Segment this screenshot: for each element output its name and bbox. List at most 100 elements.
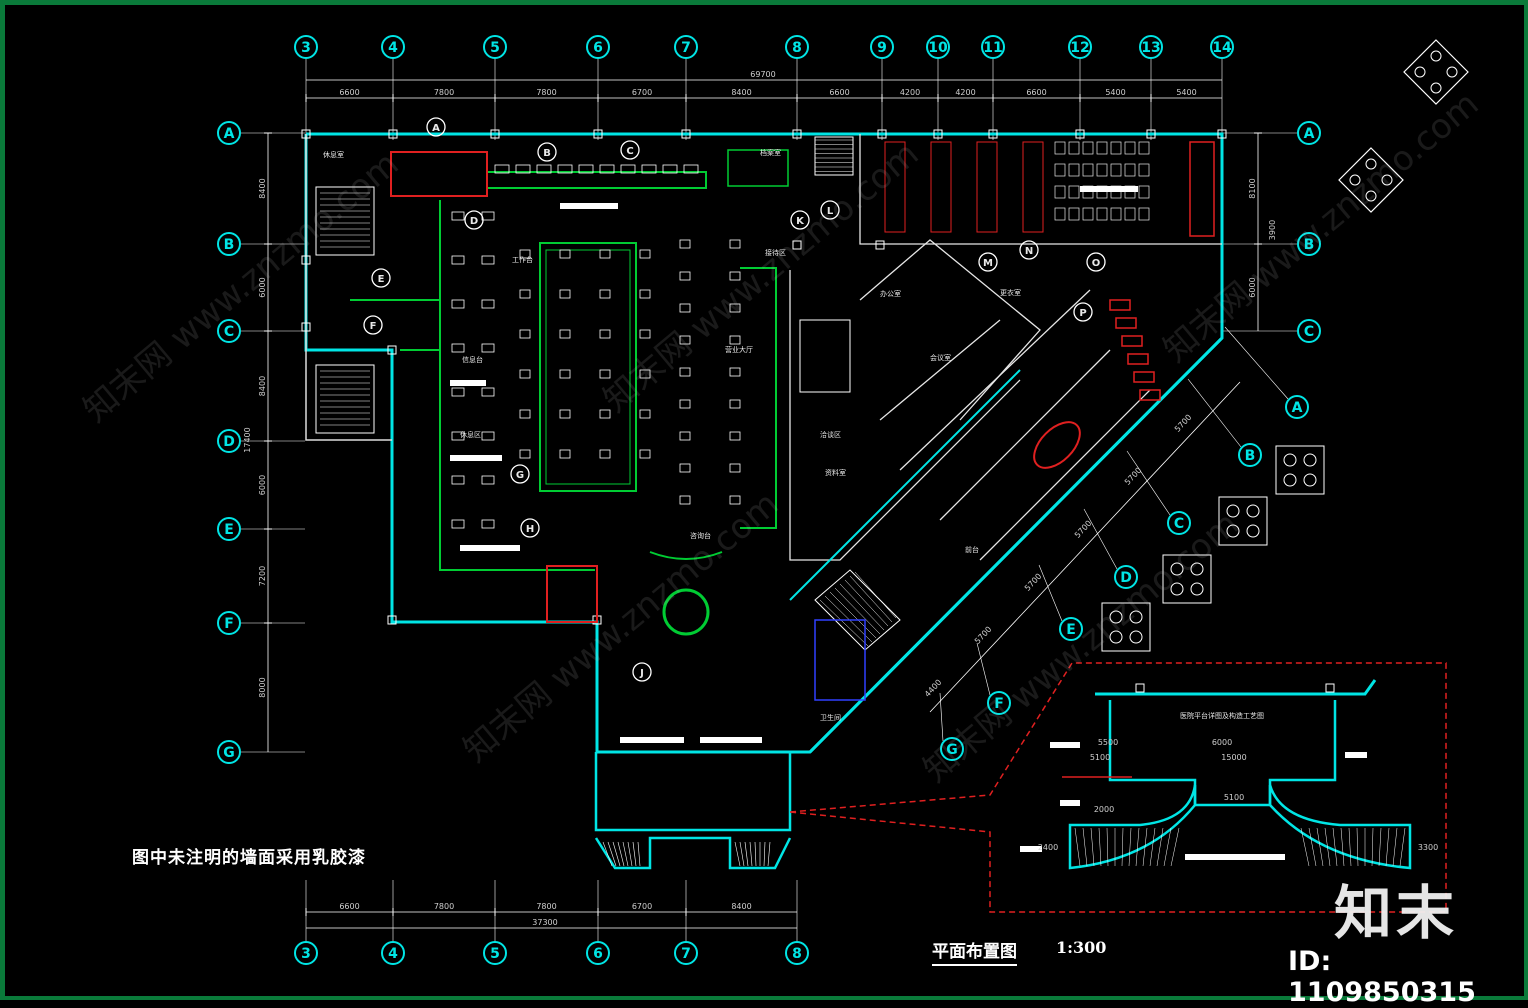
dim-diag-value: 5700 bbox=[1023, 572, 1043, 593]
key-plan-diag-box bbox=[1162, 554, 1212, 604]
key-plan-diag-node bbox=[1190, 582, 1204, 596]
key-plan-diag-node bbox=[1226, 504, 1240, 518]
dim-right-value: 6000 bbox=[1248, 277, 1257, 297]
stair-tread bbox=[844, 579, 889, 627]
axis-bubble-left-F-circle bbox=[217, 611, 241, 635]
room-label: 接待区 bbox=[765, 248, 786, 257]
seat bbox=[599, 329, 611, 339]
seat bbox=[559, 449, 571, 459]
key-plan-top bbox=[1403, 39, 1469, 105]
detail-column bbox=[1325, 683, 1335, 693]
key-plan-diag-node bbox=[1303, 473, 1317, 487]
entrance-step bbox=[637, 841, 641, 867]
wall-layer bbox=[301, 129, 1227, 870]
office-desk bbox=[1110, 141, 1122, 155]
axis-bubble-diag-B-circle bbox=[1238, 443, 1262, 467]
axis-bubble-right-A-circle bbox=[1297, 121, 1321, 145]
axis-bubble-left-F: F bbox=[224, 616, 234, 632]
axis-bubble-top-7-circle bbox=[674, 35, 698, 59]
axis-bubble-diag-D-circle bbox=[1114, 565, 1138, 589]
room-label: 洽谈区 bbox=[820, 430, 841, 439]
seat bbox=[729, 335, 741, 345]
seat bbox=[481, 387, 495, 397]
axis-bubble-top-13-circle bbox=[1139, 35, 1163, 59]
seat bbox=[599, 249, 611, 259]
red-desk-northwest bbox=[390, 151, 488, 197]
seat bbox=[451, 255, 465, 265]
column bbox=[301, 129, 311, 139]
seat bbox=[679, 271, 691, 281]
axis-bubble-top-10: 10 bbox=[928, 40, 948, 56]
dim-right-value: 8100 bbox=[1248, 178, 1257, 198]
entrance-step bbox=[627, 841, 633, 867]
section-marker: C bbox=[626, 146, 633, 157]
office-desk bbox=[1138, 141, 1150, 155]
column bbox=[388, 129, 398, 139]
detail-ramp-tread bbox=[1300, 827, 1310, 867]
central-counter bbox=[539, 242, 637, 492]
column bbox=[877, 129, 887, 139]
seat bbox=[679, 495, 691, 505]
detail-ramp-tread bbox=[1316, 827, 1324, 867]
seat bbox=[639, 369, 651, 379]
axis-bubble-bottom-8: 8 bbox=[792, 946, 802, 962]
axis-bubble-diag-E: E bbox=[1066, 622, 1076, 638]
detail-ramp-tread bbox=[1356, 827, 1359, 867]
office-desk bbox=[1124, 163, 1136, 177]
section-marker-ring bbox=[620, 140, 640, 160]
seat bbox=[679, 463, 691, 473]
entrance-step bbox=[622, 841, 629, 867]
stair-tread bbox=[849, 575, 893, 623]
axis-bubble-diag-F: F bbox=[994, 696, 1004, 712]
detail-ramp-tread bbox=[1399, 827, 1406, 867]
section-marker: A bbox=[432, 123, 440, 134]
north-counter bbox=[486, 171, 707, 189]
axis-bubble-top-4-circle bbox=[381, 35, 405, 59]
label-bar bbox=[460, 545, 520, 551]
office-workstation bbox=[930, 141, 952, 233]
axis-bubble-top-8: 8 bbox=[792, 40, 802, 56]
section-marker: P bbox=[1079, 308, 1086, 319]
axis-bubble-diag-A-circle bbox=[1285, 395, 1309, 419]
label-bar bbox=[450, 455, 502, 461]
detail-dim: 5100 bbox=[1224, 793, 1244, 802]
office-desk bbox=[1068, 163, 1080, 177]
seat bbox=[519, 449, 531, 459]
seat bbox=[639, 409, 651, 419]
corner-counter bbox=[350, 210, 441, 301]
seat bbox=[679, 239, 691, 249]
dim-diag-value: 5700 bbox=[1073, 519, 1093, 540]
key-plan-right-node bbox=[1349, 174, 1361, 186]
room-label: 前台 bbox=[965, 545, 979, 554]
diagonal-outer-wall bbox=[808, 336, 1224, 754]
axis-bubble-left-E-circle bbox=[217, 517, 241, 541]
plan-scale: 1:300 bbox=[1056, 938, 1107, 957]
column bbox=[933, 129, 943, 139]
partition-wall bbox=[939, 349, 1111, 521]
room-label-layer: 休息室工作台休息区信息台咨询台接待区营业大厅洽谈区办公室会议室更衣室卫生间前台资… bbox=[323, 117, 1367, 860]
staircase-north bbox=[814, 136, 854, 176]
grid-line-diag bbox=[1083, 508, 1118, 570]
section-marker-ring bbox=[537, 142, 557, 162]
dim-diag-value: 5700 bbox=[1173, 413, 1193, 434]
stair-tread bbox=[854, 571, 897, 619]
dim-top-value: 6600 bbox=[829, 88, 849, 97]
seat bbox=[729, 239, 741, 249]
partition-wall bbox=[789, 270, 1021, 561]
diagonal-inner-wall bbox=[789, 369, 1021, 601]
plan-title: 平面布置图 bbox=[932, 937, 1017, 966]
room-label: 信息台 bbox=[462, 355, 483, 364]
section-marker-ring bbox=[1073, 302, 1093, 322]
detail-ramp-tread bbox=[1170, 827, 1180, 867]
office-desk bbox=[1054, 207, 1066, 221]
seat bbox=[494, 164, 510, 174]
dim-top-value: 5400 bbox=[1176, 88, 1196, 97]
dim-bottom-value: 6600 bbox=[339, 902, 359, 911]
dim-left-value: 6000 bbox=[258, 277, 267, 297]
office-desk bbox=[1096, 141, 1108, 155]
detail-ramp-right bbox=[1268, 784, 1412, 870]
seat bbox=[451, 519, 465, 529]
column bbox=[387, 345, 397, 355]
seat bbox=[679, 399, 691, 409]
